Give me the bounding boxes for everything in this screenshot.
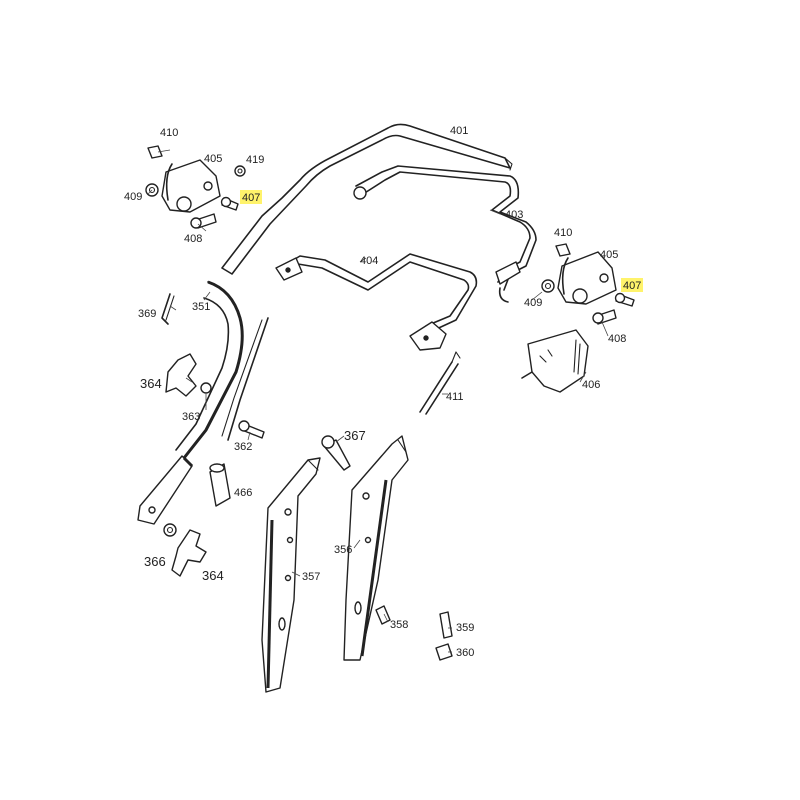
side-plate-356 bbox=[343, 435, 409, 661]
label-466: 466 bbox=[234, 487, 252, 499]
bar-404 bbox=[275, 253, 478, 351]
label-411: 411 bbox=[446, 391, 464, 403]
label-364-upper: 364 bbox=[140, 376, 162, 391]
knob-364-lower bbox=[163, 523, 207, 577]
label-408-left: 408 bbox=[184, 233, 202, 245]
label-408-right: 408 bbox=[608, 333, 626, 345]
bar-403 bbox=[353, 165, 537, 303]
side-plate-357 bbox=[261, 457, 321, 693]
label-369: 369 bbox=[138, 308, 156, 320]
highlight-407-right bbox=[621, 278, 643, 292]
clip-359 bbox=[439, 611, 453, 639]
label-403: 403 bbox=[505, 209, 523, 221]
part-labels: 401 403 404 405 405 406 407 407 408 408 … bbox=[124, 125, 641, 659]
bolt-362 bbox=[238, 420, 265, 439]
label-405-right: 405 bbox=[600, 249, 618, 261]
label-364-lower: 364 bbox=[202, 568, 224, 583]
label-410-right: 410 bbox=[554, 227, 572, 239]
clip-369 bbox=[161, 293, 175, 325]
label-360: 360 bbox=[456, 647, 474, 659]
rod-411 bbox=[419, 351, 461, 415]
label-405-left: 405 bbox=[204, 153, 222, 165]
label-356: 356 bbox=[334, 544, 352, 556]
label-407-right: 407 bbox=[623, 280, 641, 292]
bracket-406 bbox=[521, 329, 589, 393]
label-419: 419 bbox=[246, 154, 264, 166]
label-358: 358 bbox=[390, 619, 408, 631]
label-362: 362 bbox=[234, 441, 252, 453]
label-357: 357 bbox=[302, 571, 320, 583]
cap-360 bbox=[435, 643, 453, 661]
label-410-left: 410 bbox=[160, 127, 178, 139]
label-407-left: 407 bbox=[242, 192, 260, 204]
label-404: 404 bbox=[360, 255, 378, 267]
knob-364-upper bbox=[165, 353, 212, 397]
handle-tube-351 bbox=[175, 280, 269, 459]
bolt-367 bbox=[321, 435, 351, 471]
label-366: 366 bbox=[144, 554, 166, 569]
label-351: 351 bbox=[192, 301, 210, 313]
highlight-407-left bbox=[240, 190, 262, 204]
label-363: 363 bbox=[182, 411, 200, 423]
label-409-left: 409 bbox=[124, 191, 142, 203]
label-359: 359 bbox=[456, 622, 474, 634]
label-406: 406 bbox=[582, 379, 600, 391]
bushing-466 bbox=[209, 463, 231, 507]
label-409-right: 409 bbox=[524, 297, 542, 309]
label-401: 401 bbox=[450, 125, 468, 137]
right-hinge-assembly bbox=[541, 243, 635, 325]
handle-bar-401 bbox=[221, 123, 513, 275]
lower-handle-left bbox=[137, 455, 194, 525]
left-hinge-assembly bbox=[145, 145, 246, 229]
leader-lines bbox=[147, 149, 609, 653]
label-367: 367 bbox=[344, 428, 366, 443]
